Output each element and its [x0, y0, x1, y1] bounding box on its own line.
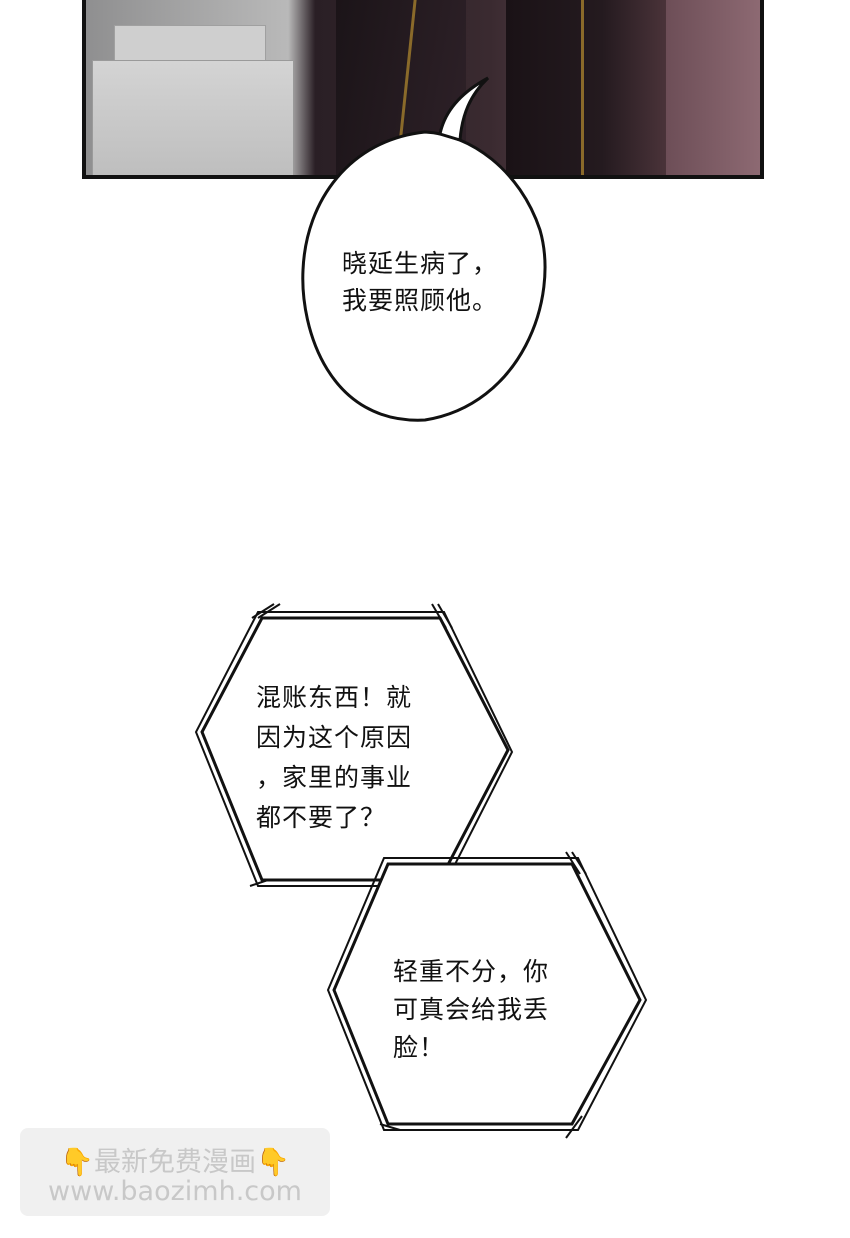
watermark-title-text: 最新免费漫画: [94, 1147, 256, 1178]
speech-text: 晓延生病了， 我要照顾他。: [342, 249, 499, 315]
hexagon-speech-bubble: [326, 851, 648, 1139]
coat-stripe: [581, 0, 584, 175]
comic-panel: [82, 0, 764, 179]
bubble-tail: [438, 76, 490, 142]
watermark-title: 👇最新免费漫画👇: [20, 1140, 330, 1179]
oval-speech-bubble: [301, 130, 547, 422]
pointing-down-hand-icon: 👇: [256, 1147, 290, 1178]
speech-text: 混账东西！就 因为这个原因 ，家里的事业 都不要了？: [256, 683, 413, 832]
character-coat: [506, 0, 666, 175]
watermark-url: www.baozimh.com: [48, 1176, 302, 1207]
pointing-down-hand-icon: 👇: [60, 1147, 94, 1178]
character-skin: [666, 0, 760, 175]
speech-text: 轻重不分，你 可真会给我丢 脸！: [393, 957, 550, 1062]
background-box: [92, 60, 294, 175]
watermark: 👇最新免费漫画👇 www.baozimh.com: [20, 1128, 330, 1216]
